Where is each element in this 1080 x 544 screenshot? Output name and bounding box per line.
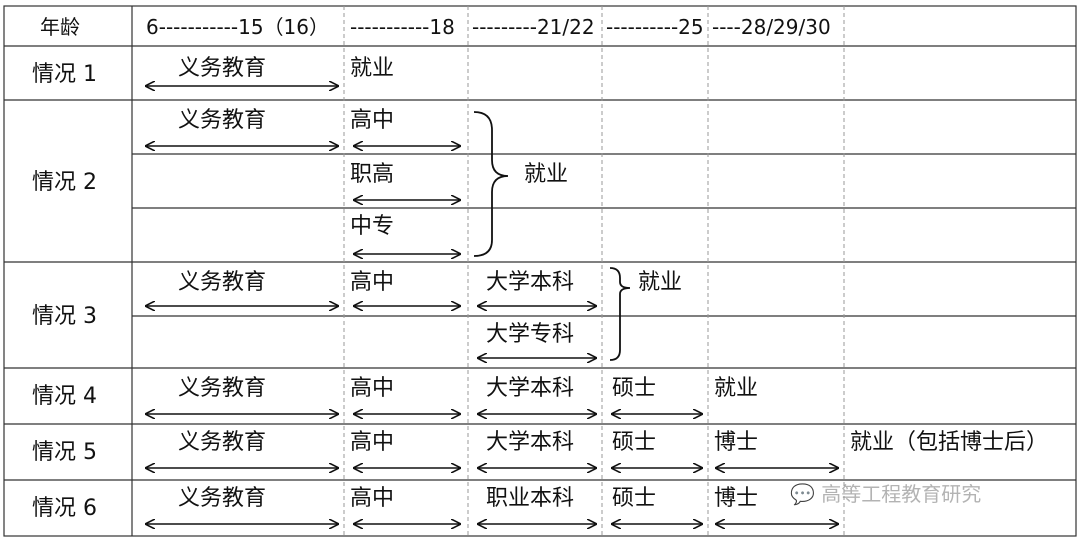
vocational-undergraduate: 职业本科: [486, 486, 575, 511]
age-range-28-30: ----28/29/30: [712, 15, 831, 39]
stage-arrows: [146, 86, 838, 524]
master: 硕士: [612, 376, 657, 401]
compulsory-education: 义务教育: [178, 376, 267, 401]
vocational-high-school: 职高: [350, 162, 395, 187]
age-range-21-22: ---------21/22: [472, 15, 595, 39]
age-range-18: -----------18: [350, 15, 455, 39]
master: 硕士: [612, 486, 657, 511]
case-5-label: 情况 5: [32, 440, 97, 465]
employment-incl-postdoc: 就业（包括博士后）: [850, 430, 1049, 455]
doctor: 博士: [714, 430, 759, 455]
case-6-label: 情况 6: [32, 496, 97, 521]
compulsory-education: 义务教育: [178, 430, 267, 455]
watermark: 💬 高等工程教育研究: [790, 482, 981, 506]
undergraduate: 大学本科: [486, 430, 575, 455]
undergraduate: 大学本科: [486, 270, 575, 295]
age-range-25: ----------25: [606, 15, 704, 39]
master: 硕士: [612, 430, 657, 455]
high-school: 高中: [350, 376, 395, 401]
employment: 就业: [350, 56, 395, 81]
case-3-label: 情况 3: [32, 304, 97, 329]
row-dividers: [4, 45, 1076, 481]
curly-braces: [473, 111, 631, 361]
age-header: 年龄: [40, 15, 80, 39]
high-school: 高中: [350, 108, 395, 133]
technical-secondary-school: 中专: [350, 214, 395, 239]
employment: 就业: [714, 376, 759, 401]
employment: 就业: [524, 162, 569, 187]
watermark-text: 高等工程教育研究: [821, 482, 982, 506]
case-4-label: 情况 4: [32, 384, 97, 409]
high-school: 高中: [350, 486, 395, 511]
high-school: 高中: [350, 270, 395, 295]
wechat-icon: 💬: [790, 482, 815, 506]
compulsory-education: 义务教育: [178, 108, 267, 133]
age-range-6-16: 6-----------15（16）: [146, 15, 330, 39]
compulsory-education: 义务教育: [178, 486, 267, 511]
compulsory-education: 义务教育: [178, 56, 267, 81]
table-border: [3, 5, 1077, 537]
dashed-column-dividers: [343, 6, 845, 536]
high-school: 高中: [350, 430, 395, 455]
brace-row2: [473, 111, 509, 257]
employment: 就业: [638, 270, 683, 295]
case-2-label: 情况 2: [32, 170, 97, 195]
doctor: 博士: [714, 486, 759, 511]
compulsory-education: 义务教育: [178, 270, 267, 295]
undergraduate: 大学本科: [486, 376, 575, 401]
case-1-label: 情况 1: [32, 62, 97, 87]
junior-college: 大学专科: [486, 322, 575, 347]
brace-row3: [609, 267, 631, 361]
